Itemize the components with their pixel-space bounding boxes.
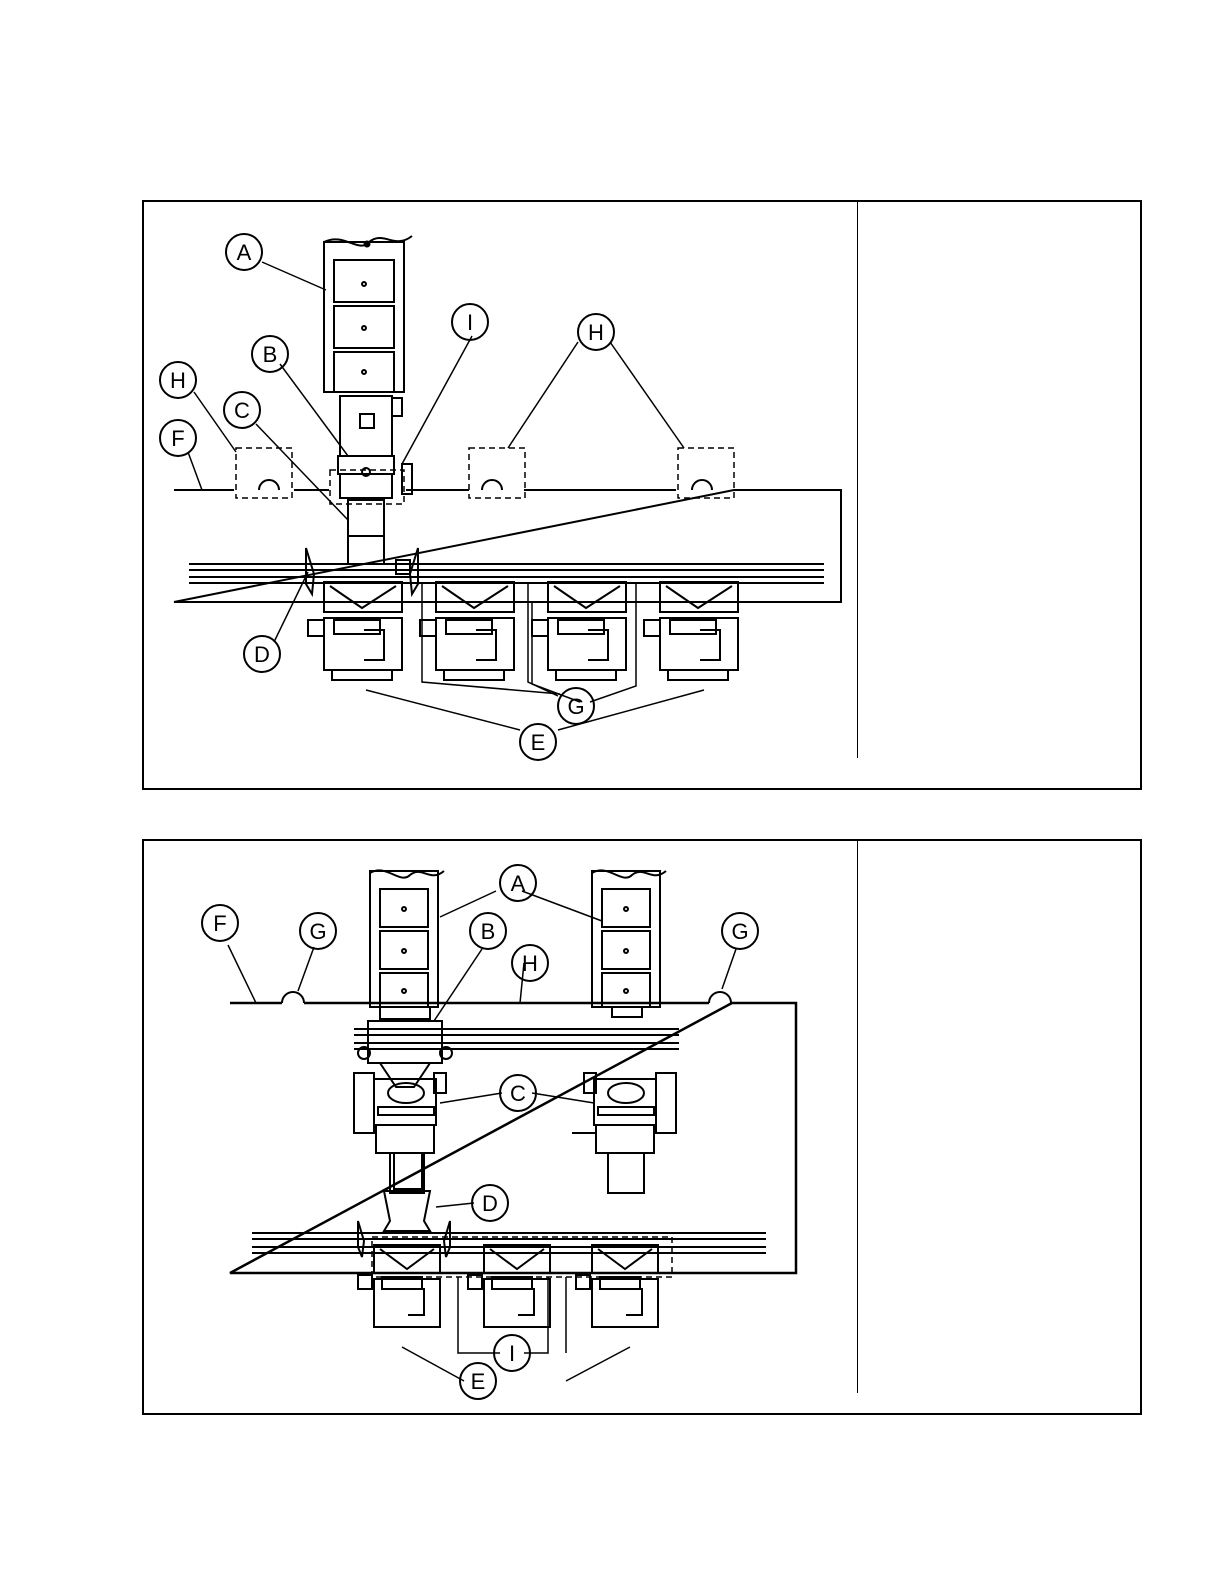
svg-text:I: I (467, 310, 473, 335)
callout-g-right: G (722, 913, 758, 949)
dashed-regions (236, 448, 734, 504)
callout-h-left: H (160, 362, 196, 398)
callout-b: B (470, 913, 506, 949)
svg-text:G: G (731, 919, 748, 944)
clamp-b (358, 1021, 452, 1087)
callout-i: I (452, 304, 488, 340)
clamp-assembly (338, 396, 412, 564)
svg-text:H: H (522, 951, 538, 976)
callout-f: F (160, 420, 196, 456)
press-brake-diagram-top: A B I H H C F D G E (144, 202, 1140, 788)
svg-text:F: F (171, 426, 184, 451)
svg-text:H: H (588, 320, 604, 345)
callout-d: D (244, 636, 280, 672)
funnel-d (384, 1153, 430, 1231)
figure-panel-bottom: A F G B G H C D I E (142, 839, 1142, 1415)
callout-h-right: H (578, 314, 614, 350)
callout-h: H (512, 945, 548, 981)
callout-g: G (558, 688, 594, 724)
svg-text:E: E (531, 730, 546, 755)
svg-text:D: D (482, 1191, 498, 1216)
svg-text:I: I (509, 1341, 515, 1366)
callout-g-left: G (300, 913, 336, 949)
svg-text:G: G (567, 694, 584, 719)
svg-text:G: G (309, 919, 326, 944)
callout-f: F (202, 905, 238, 941)
callout-c: C (224, 392, 260, 428)
svg-text:A: A (237, 240, 252, 265)
svg-text:F: F (213, 911, 226, 936)
callout-a: A (226, 234, 262, 270)
callout-a: A (500, 865, 536, 901)
svg-text:D: D (254, 642, 270, 667)
figure-panel-top: A B I H H C F D G E (142, 200, 1142, 790)
tool-units (308, 582, 738, 680)
stacked-column-left (370, 870, 444, 1019)
svg-text:C: C (234, 398, 250, 423)
svg-text:C: C (510, 1081, 526, 1106)
stacked-column (324, 236, 412, 392)
svg-text:E: E (471, 1369, 486, 1394)
svg-text:A: A (511, 871, 526, 896)
callout-c: C (500, 1075, 536, 1111)
tool-unit-c-right (572, 1073, 676, 1193)
callout-e: E (460, 1363, 496, 1399)
stacked-column-right (592, 870, 666, 1017)
dashed-region-i (372, 1237, 672, 1277)
callout-e: E (520, 724, 556, 760)
svg-text:B: B (481, 919, 496, 944)
svg-text:B: B (263, 342, 278, 367)
svg-text:H: H (170, 368, 186, 393)
tool-unit-c-left (354, 1073, 446, 1189)
callout-d: D (472, 1185, 508, 1221)
press-brake-diagram-bottom: A F G B G H C D I E (144, 841, 1140, 1413)
callout-b: B (252, 336, 288, 372)
tool-units (358, 1245, 658, 1327)
